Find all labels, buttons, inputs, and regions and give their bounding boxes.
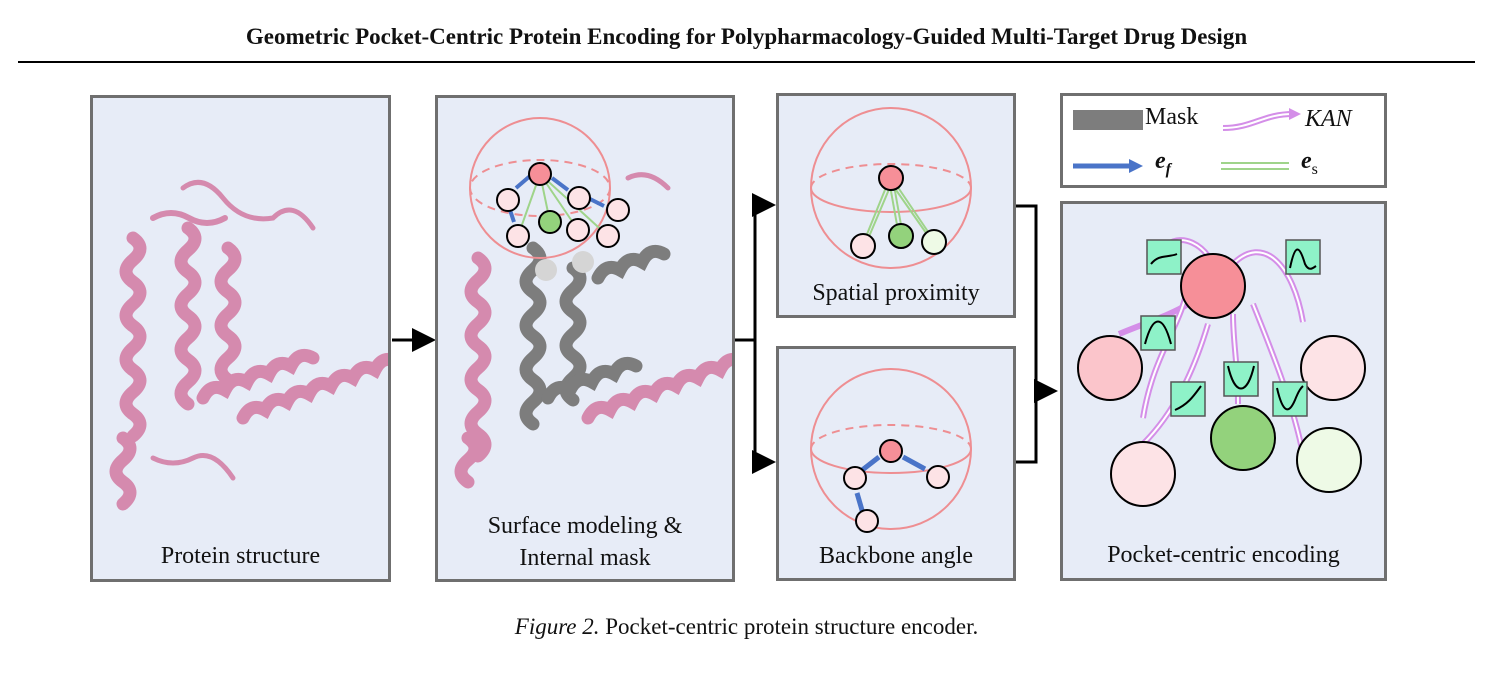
pocket-node bbox=[566, 218, 590, 242]
figure-caption-label: Figure 2. bbox=[514, 614, 600, 639]
legend-glyphs bbox=[1073, 108, 1301, 173]
backbone-node bbox=[926, 465, 950, 489]
ef-sub: f bbox=[1165, 160, 1171, 178]
header-rule bbox=[18, 61, 1475, 63]
pocket-node bbox=[596, 224, 620, 248]
backbone-node bbox=[843, 466, 867, 490]
legend-es-label: es bbox=[1301, 148, 1318, 179]
pocket-node bbox=[567, 186, 591, 210]
panel-spatial-proximity: Spatial proximity bbox=[776, 93, 1016, 318]
pocket-sphere bbox=[469, 117, 611, 259]
mask-swatch bbox=[1073, 110, 1143, 130]
neighbor-node bbox=[1077, 335, 1143, 401]
panel-label: Backbone angle bbox=[819, 543, 973, 569]
pocket-center-node bbox=[528, 162, 552, 186]
figure-caption: Figure 2. Pocket-centric protein structu… bbox=[0, 614, 1493, 640]
center-node bbox=[1180, 253, 1246, 319]
panel-label-line2: Internal mask bbox=[519, 545, 651, 571]
panel-protein-structure: Protein structure bbox=[90, 95, 391, 582]
masked-node bbox=[572, 251, 594, 273]
figure-caption-text: Pocket-centric protein structure encoder… bbox=[599, 614, 979, 639]
arrow-2-spatial bbox=[733, 193, 776, 342]
ef-base: e bbox=[1155, 148, 1166, 174]
masked-node bbox=[535, 259, 557, 281]
es-base: e bbox=[1301, 148, 1312, 174]
pocket-node bbox=[506, 224, 530, 248]
backbone-node bbox=[855, 509, 879, 533]
kan-graph bbox=[1077, 237, 1366, 507]
arrow-2-backbone bbox=[752, 340, 776, 474]
backbone-sphere bbox=[810, 368, 972, 533]
panel-label: Protein structure bbox=[160, 543, 321, 569]
surface-cartoon bbox=[454, 117, 732, 489]
protein-cartoon bbox=[109, 179, 388, 511]
legend-kan-label: KAN bbox=[1305, 106, 1352, 132]
center-node bbox=[878, 165, 904, 191]
pocket-node bbox=[496, 188, 520, 212]
pocket-node bbox=[606, 198, 630, 222]
panel-label-line1: Surface modeling & bbox=[487, 513, 683, 539]
legend-mask-label: Mask bbox=[1145, 104, 1199, 130]
panel-pocket-centric-encoding: Pocket-centric encoding bbox=[1060, 201, 1387, 581]
neighbor-node bbox=[850, 233, 876, 259]
kan-function-boxes bbox=[1140, 239, 1321, 417]
arrow-backbone-encoding bbox=[1016, 391, 1038, 464]
neighbor-node bbox=[1296, 427, 1362, 493]
panel-surface-modeling: Surface modeling & Internal mask bbox=[435, 95, 735, 582]
panel-backbone-angle: Backbone angle bbox=[776, 346, 1016, 581]
neighbor-node bbox=[1300, 335, 1366, 401]
es-sub: s bbox=[1311, 160, 1318, 178]
neighbor-node bbox=[921, 229, 947, 255]
spatial-sphere bbox=[810, 107, 972, 269]
neighbor-node-green bbox=[888, 223, 914, 249]
pocket-node-green bbox=[538, 210, 562, 234]
center-node bbox=[879, 439, 903, 463]
neighbor-node-green bbox=[1210, 405, 1276, 471]
neighbor-node bbox=[1110, 441, 1176, 507]
panel-label: Spatial proximity bbox=[812, 280, 980, 306]
panel-label: Pocket-centric encoding bbox=[1107, 542, 1340, 568]
helix-group bbox=[109, 179, 388, 511]
arrow-spatial-encoding bbox=[1016, 204, 1058, 403]
legend-ef-label: ef bbox=[1155, 148, 1171, 179]
paper-running-title: Geometric Pocket-Centric Protein Encodin… bbox=[245, 24, 1248, 49]
legend-box: Mask KAN ef es bbox=[1060, 93, 1387, 188]
